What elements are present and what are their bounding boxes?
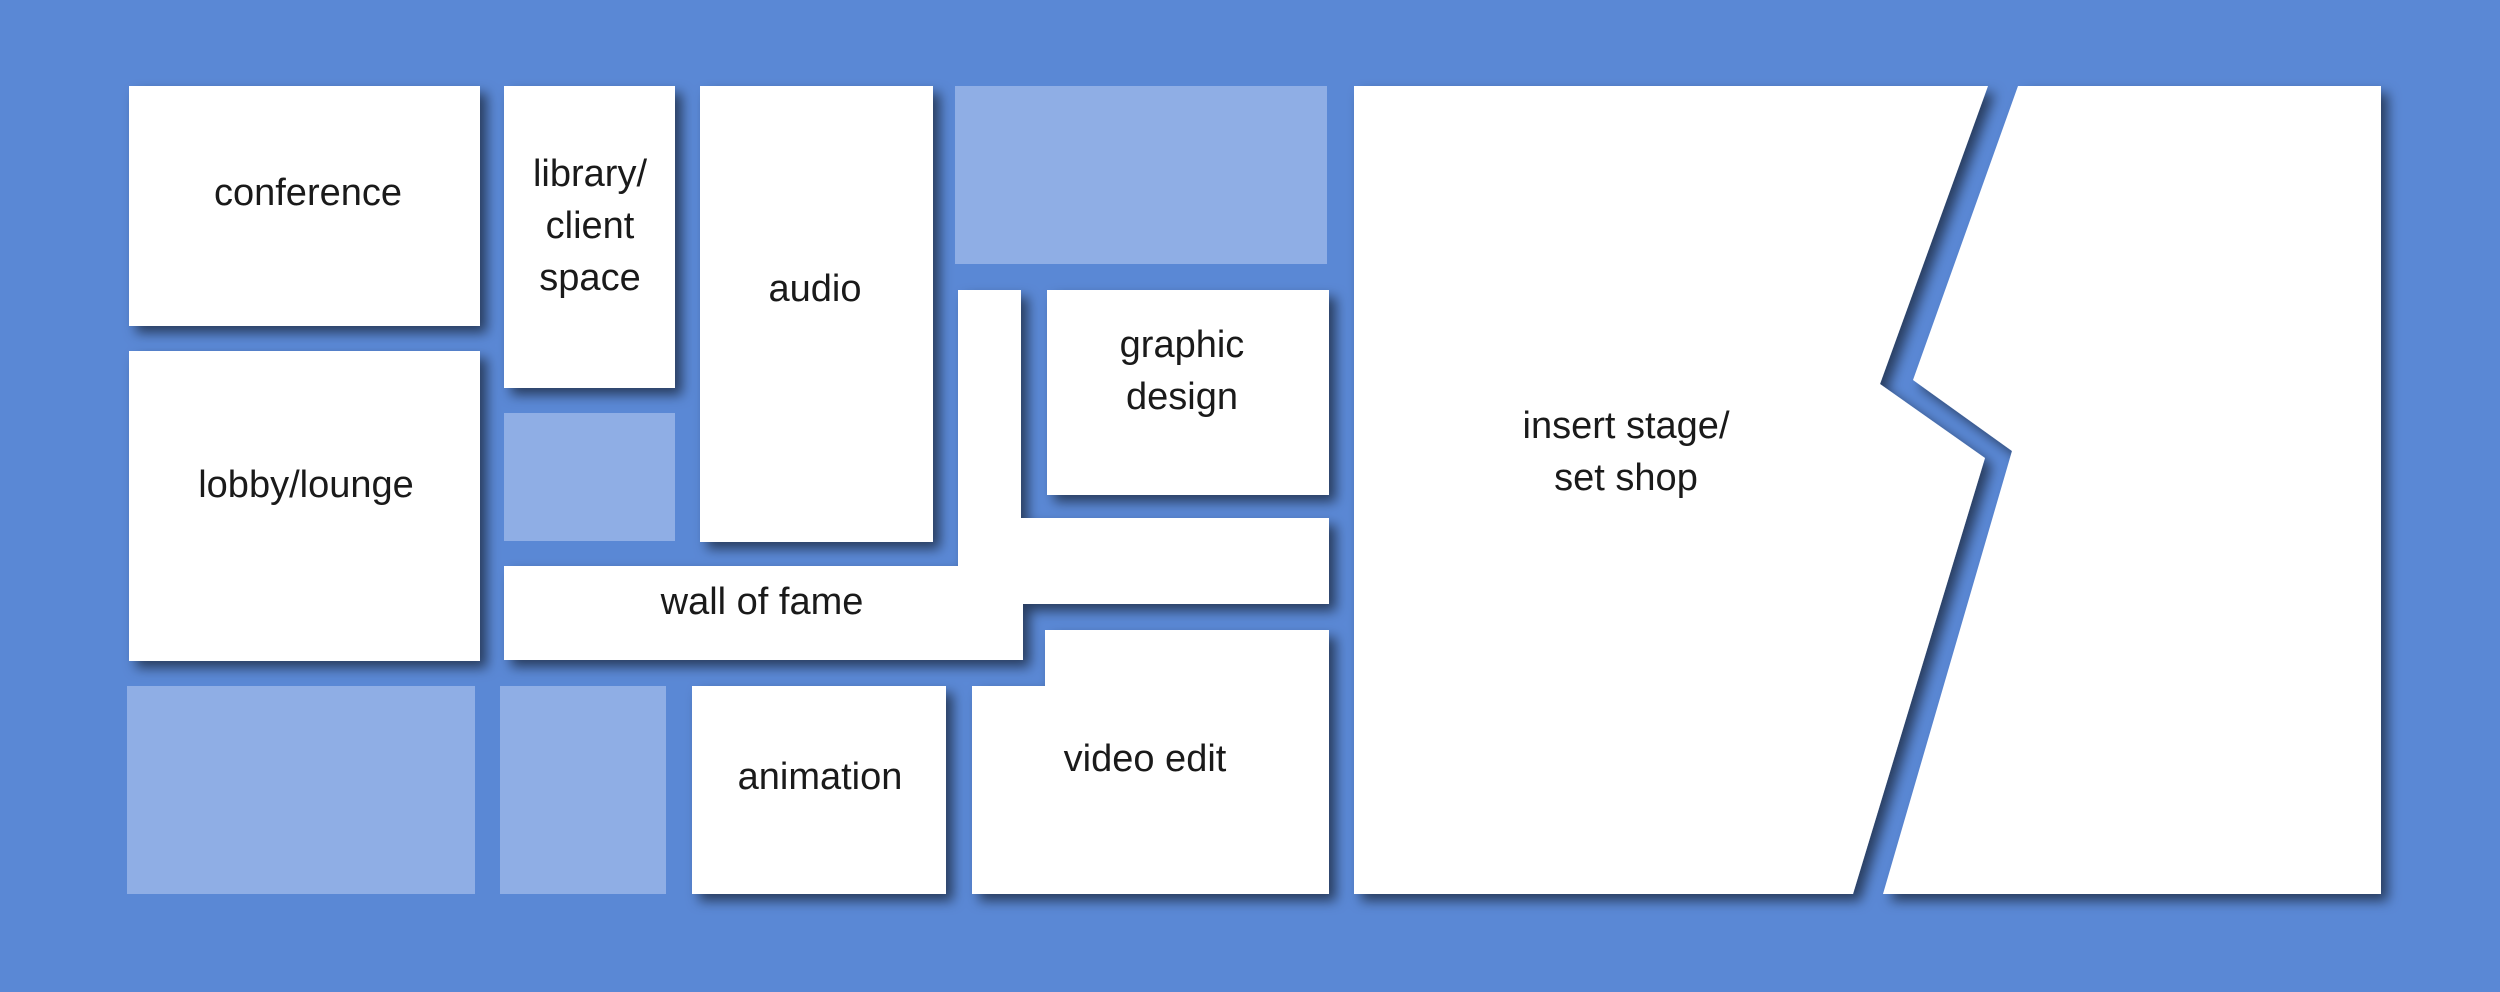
label-line: space xyxy=(539,257,640,299)
empty-zone-top-center xyxy=(955,86,1327,264)
label-line: animation xyxy=(738,756,903,798)
label-video-edit: video edit xyxy=(1064,738,1227,780)
empty-zone-bottom-second xyxy=(500,686,666,894)
room-library[interactable] xyxy=(504,86,675,388)
label-conference: conference xyxy=(214,172,402,214)
label-stage: insert stage/set shop xyxy=(1523,405,1730,499)
label-line: audio xyxy=(769,268,862,310)
label-line: graphic xyxy=(1120,324,1245,366)
label-line: client xyxy=(546,205,635,247)
label-line: conference xyxy=(214,172,402,214)
label-line: lobby/lounge xyxy=(198,464,414,506)
label-line: library/ xyxy=(533,153,647,195)
room-conference[interactable] xyxy=(129,86,480,326)
label-library: library/client space xyxy=(533,153,647,299)
label-line: video edit xyxy=(1064,738,1227,780)
empty-zone-small-left xyxy=(504,413,675,541)
room-video-edit[interactable] xyxy=(972,630,1329,894)
label-audio: audio xyxy=(769,268,862,310)
room-animation[interactable] xyxy=(692,686,946,894)
label-line: set shop xyxy=(1554,457,1698,499)
room-lobby[interactable] xyxy=(129,351,480,661)
label-line: wall of fame xyxy=(660,581,864,623)
label-wall-of-fame: wall of fame xyxy=(660,581,864,623)
label-animation: animation xyxy=(738,756,903,798)
room-stage-right[interactable] xyxy=(1883,86,2381,894)
room-wall-of-fame[interactable] xyxy=(504,290,1329,660)
room-graphic-design[interactable] xyxy=(1047,290,1329,495)
room-stage-left[interactable] xyxy=(1354,86,1988,894)
label-lobby: lobby/lounge xyxy=(198,464,414,506)
empty-zones xyxy=(127,86,1327,894)
label-line: design xyxy=(1126,376,1238,418)
room-audio[interactable] xyxy=(700,86,933,542)
empty-zone-bottom-left xyxy=(127,686,475,894)
label-line: insert stage/ xyxy=(1523,405,1730,447)
label-graphic-design: graphic design xyxy=(1120,324,1245,418)
